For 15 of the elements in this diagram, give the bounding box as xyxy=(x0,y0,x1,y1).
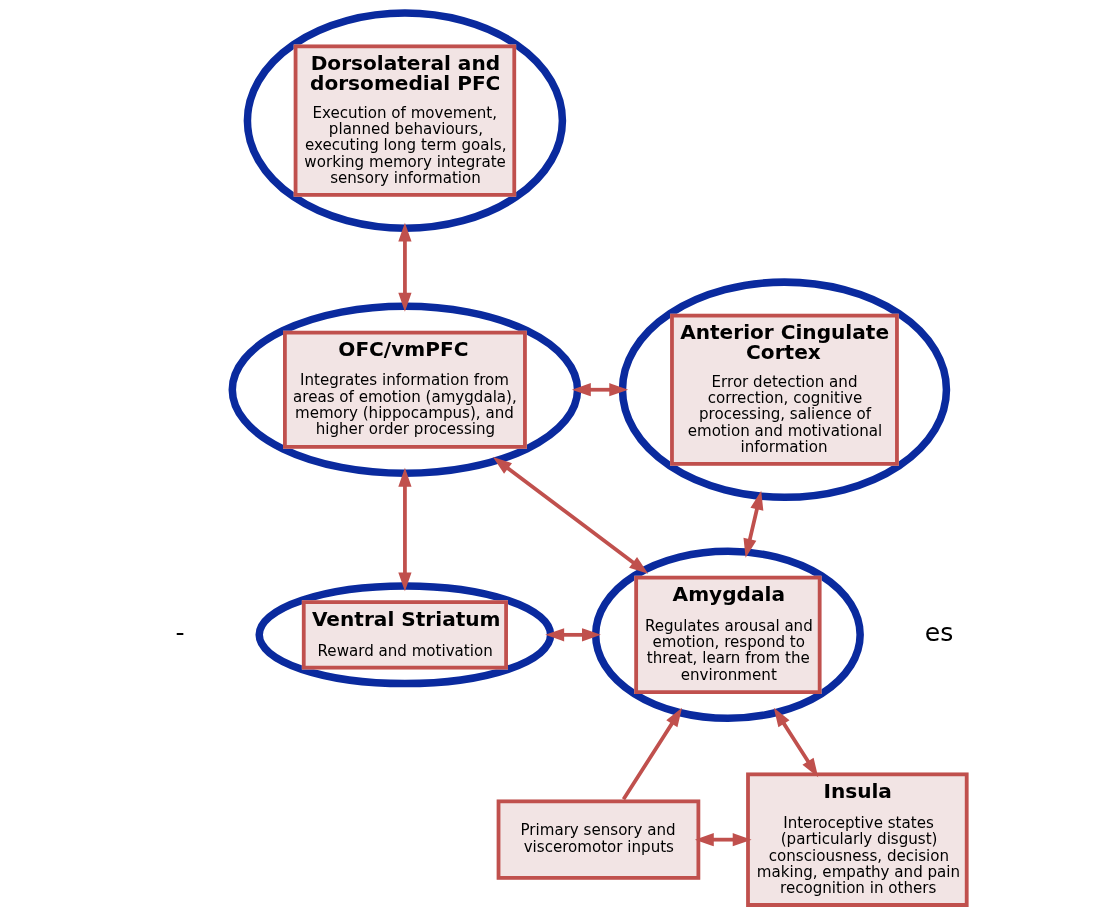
arrow xyxy=(397,222,412,312)
label: es xyxy=(924,618,953,648)
arrow xyxy=(544,628,601,642)
label: - xyxy=(174,618,184,648)
node-ellipse: Anterior Cingulate Cortex Error detection and correction, cognitive processing, salience of emotion and motivational information xyxy=(618,278,950,502)
arrow xyxy=(397,467,412,592)
arrow xyxy=(694,833,752,847)
arrow xyxy=(492,457,648,574)
node-ellipse: Amygdala Regulates arousal and emotion, respond to threat, learn from the environment xyxy=(591,547,864,723)
arrow xyxy=(742,490,763,558)
arrow xyxy=(621,707,682,801)
node-ellipse: Dorsolateral and dorsomedial PFC Execution of movement, planned behaviours, executing long term goals, working memory integrate sensory information xyxy=(243,9,566,232)
arrow xyxy=(571,383,628,397)
arrow xyxy=(773,707,818,778)
node-ellipse: Ventral Striatum Reward and motivation xyxy=(254,582,554,688)
